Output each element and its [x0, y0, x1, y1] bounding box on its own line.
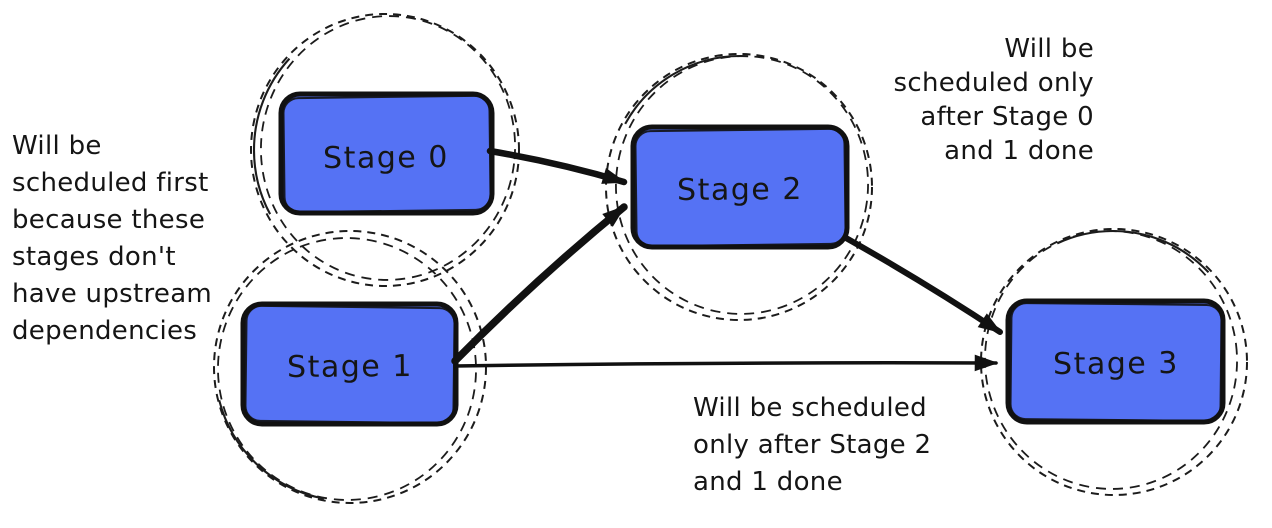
annotation-bottom-line-1: Will be scheduled [693, 393, 927, 423]
annotation-left-line-1: Will be [12, 131, 102, 161]
annotation-top-right: Will be scheduled only after Stage 0 and… [894, 32, 1094, 168]
sketch-arc [252, 14, 520, 286]
annotation-left-line-3: because these [12, 205, 206, 235]
dashed-circle [260, 15, 516, 281]
annotation-left-line-2: scheduled first [12, 168, 209, 198]
annotation-top-right-line-2: scheduled only [893, 68, 1094, 98]
cluster-stage-2 [605, 53, 873, 321]
annotation-left-line-6: dependencies [12, 316, 198, 346]
annotation-left-line-4: stages don't [12, 242, 176, 272]
annotation-bottom-line-2: only after Stage 2 [693, 430, 932, 460]
annotation-top-right-line-3: after Stage 0 [920, 102, 1094, 132]
arrow-stage-0-to-stage-2 [486, 147, 628, 186]
cluster-stage-1 [213, 230, 487, 504]
arrow-stage-1-to-stage-3 [453, 354, 999, 372]
annotation-top-right-line-1: Will be [1004, 34, 1094, 64]
arrow-stage-2-to-stage-3 [843, 235, 1003, 335]
annotation-left: Will be scheduled first because these st… [12, 128, 212, 350]
arrow-stage-1-to-stage-2 [451, 203, 628, 365]
annotation-left-line-5: have upstream [12, 279, 213, 309]
dashed-circle [615, 55, 869, 315]
stage-2-label: Stage 2 [676, 171, 804, 209]
sketch-arc [980, 229, 1246, 495]
dashed-circle [250, 13, 520, 287]
stage-0-label: Stage 0 [322, 139, 450, 177]
annotation-bottom: Will be scheduled only after Stage 2 and… [693, 390, 931, 501]
annotation-bottom-line-3: and 1 done [693, 467, 843, 497]
sketch-arc [607, 54, 873, 320]
stage-3-label: Stage 3 [1052, 345, 1180, 383]
stage-1-label: Stage 1 [286, 348, 414, 386]
stage-3-box [1005, 298, 1226, 425]
sketch-stroke [634, 127, 847, 248]
cluster-stage-3 [980, 228, 1248, 496]
annotation-top-right-line-4: and 1 done [944, 136, 1094, 166]
dashed-circle [217, 237, 477, 501]
dashed-circle [605, 53, 873, 321]
sketch-stroke [1009, 302, 1223, 422]
stage-2-box [630, 124, 850, 250]
dashed-circle [980, 228, 1248, 496]
